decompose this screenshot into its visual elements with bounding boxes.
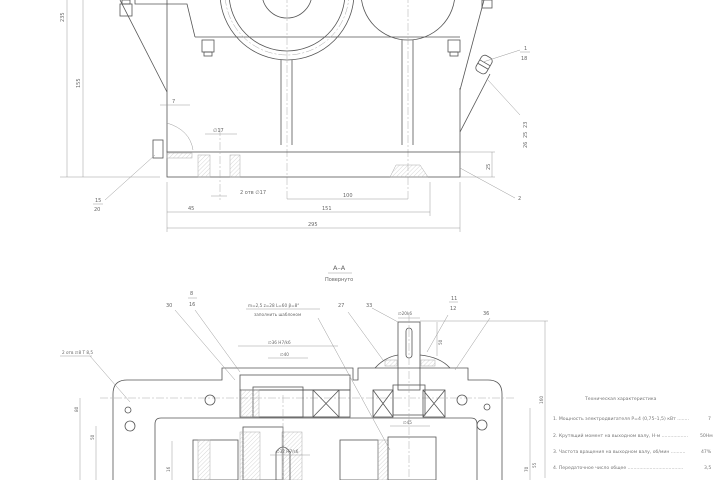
callout-27: 27 xyxy=(338,303,344,309)
gear-wheel-large xyxy=(219,0,355,61)
callout-15: 15 xyxy=(95,198,101,204)
callout-8: 8 xyxy=(190,291,193,297)
bearing-icon xyxy=(372,389,394,418)
dim-left-1: 80 xyxy=(74,406,79,412)
bolt-hole xyxy=(476,419,488,431)
dim-base-thickness: 25 xyxy=(486,164,492,170)
bolt-hole xyxy=(456,394,468,406)
dim-vert: 55 xyxy=(532,462,537,468)
callout-33: 33 xyxy=(366,303,372,309)
callout-23: 23 xyxy=(523,122,529,128)
gear-fill-note: заполнить шаблоном xyxy=(254,312,301,317)
dim-axis-distance: 100 xyxy=(343,193,353,199)
tech-spec-item: 3. Частота вращения на выходном валу, об… xyxy=(553,449,712,455)
tech-spec-item-value: 50Нм xyxy=(700,433,713,439)
dim-bore: ∅45 xyxy=(403,420,412,425)
tech-spec-title: Техническая характеристика xyxy=(584,396,657,402)
tech-spec-item: 4. Передаточное число общее ............… xyxy=(553,465,711,471)
tech-spec-item-text: 3. Частота вращения на выходном валу, об… xyxy=(553,449,685,455)
bolt-icon xyxy=(201,39,215,57)
callout-26: 26 xyxy=(523,142,529,148)
dim-hole-span: 151 xyxy=(322,206,332,212)
dim-holes-note: 2 отв ∅17 xyxy=(240,190,266,196)
dim-inner: ∅40 xyxy=(280,352,289,357)
section-title: А–А xyxy=(333,264,346,272)
dim-shaft: ∅20k6 xyxy=(398,311,412,316)
bolt-hole xyxy=(124,406,132,414)
bearing-icon xyxy=(312,389,340,418)
dim-left-3: 16 xyxy=(166,466,171,472)
tech-spec-item-text: 2. Крутящий момент на выходном валу, Н·м… xyxy=(553,432,688,439)
tech-spec-item: 1. Мощность электродвигателя Р=4 (0,75–1… xyxy=(553,416,711,422)
callout-20: 20 xyxy=(94,207,100,213)
dim-flange-gap: 7 xyxy=(172,99,175,105)
dim-span: ∅36 H7/k6 xyxy=(268,340,291,345)
tech-spec-item-value: 3,5 xyxy=(704,465,711,471)
dim-key: 50 xyxy=(438,339,443,345)
section-view: А–А Повернуто xyxy=(60,264,548,480)
dim-overall-length: 295 xyxy=(308,222,318,228)
dim-right: 70 xyxy=(524,466,529,472)
callout-16: 16 xyxy=(189,302,195,308)
section-subtitle: Повернуто xyxy=(325,277,353,283)
tech-spec-item-value: 7 xyxy=(708,416,711,422)
oil-dipstick-icon xyxy=(475,54,493,75)
dim-hole-diameter: ∅17 xyxy=(213,128,224,134)
dim-rib: ∅32 H7/s6 xyxy=(276,449,299,454)
front-view: 235 155 7 ∅17 25 2 отв ∅17 100 45 151 29… xyxy=(60,0,530,232)
dim-height-axis: 155 xyxy=(76,78,82,88)
base-plate xyxy=(166,151,461,178)
callout-2: 2 xyxy=(518,196,521,202)
bearing-icon xyxy=(422,389,446,418)
dim-left-offset: 45 xyxy=(188,206,194,212)
callout-11: 11 xyxy=(451,296,457,302)
bolt-icon xyxy=(481,0,493,9)
callout-18: 18 xyxy=(521,56,527,62)
tech-spec-item-value: 47% xyxy=(701,449,712,455)
tech-spec-item-text: 1. Мощность электродвигателя Р=4 (0,75–1… xyxy=(553,416,689,422)
bolt-icon xyxy=(447,39,461,57)
dim-height: 160 xyxy=(539,396,544,404)
bolt-hole xyxy=(204,394,216,406)
bolt-icon xyxy=(119,0,133,17)
screw-icon xyxy=(152,139,164,159)
tech-spec-item: 2. Крутящий момент на выходном валу, Н·м… xyxy=(553,432,713,439)
callout-12: 12 xyxy=(450,306,456,312)
bolt-hole xyxy=(124,420,136,432)
callout-1: 1 xyxy=(524,46,527,52)
callout-25: 25 xyxy=(523,132,529,138)
dim-left-2: 50 xyxy=(90,434,95,440)
dim-height-total: 235 xyxy=(60,12,66,22)
gear-pinion xyxy=(252,386,304,418)
bolt-hole xyxy=(483,403,491,411)
callout-36: 36 xyxy=(483,311,489,317)
tech-spec-item-text: 4. Передаточное число общее ............… xyxy=(553,465,683,471)
gear-params-note: m=2,5 z=28 L=60 β=8° xyxy=(248,303,299,308)
holes-note: 2 отв ∅8 Т 8,5 xyxy=(62,350,93,355)
callout-30: 30 xyxy=(166,303,172,309)
tech-spec: Техническая характеристика 1. Мощность э… xyxy=(553,396,713,471)
